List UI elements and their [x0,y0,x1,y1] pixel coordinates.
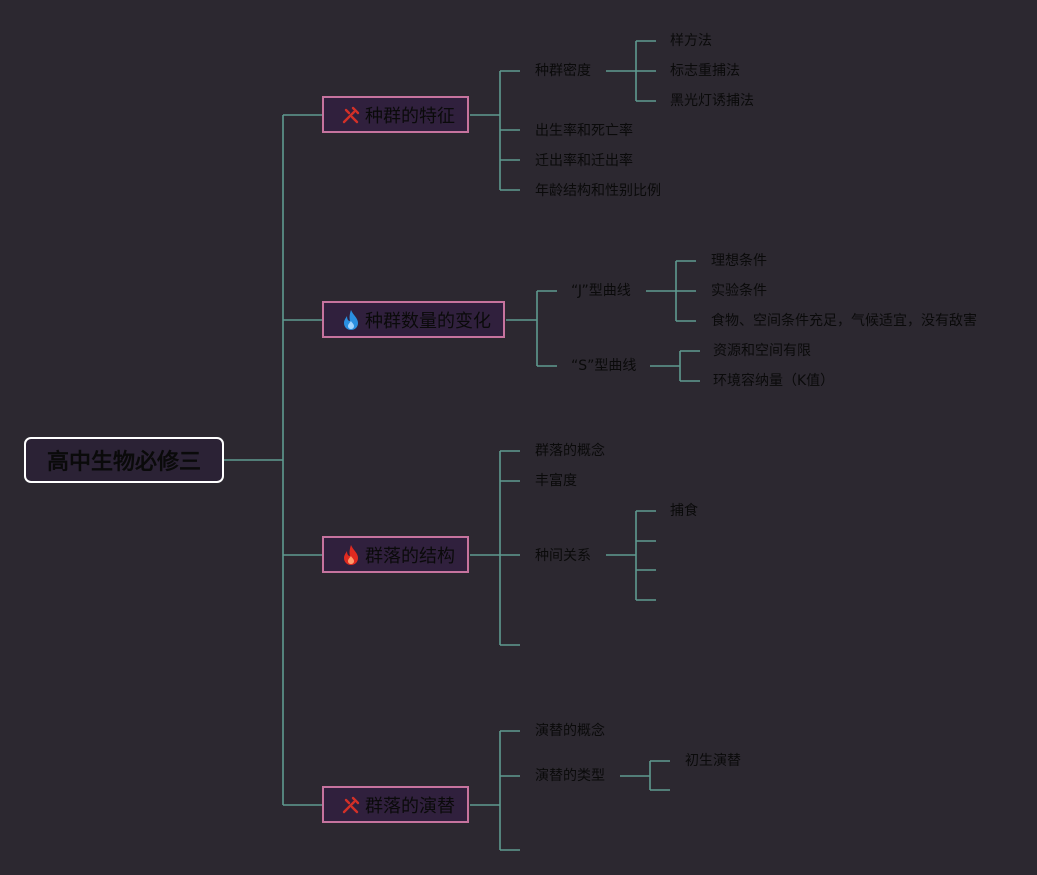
subtopic-s-curve[interactable]: “S”型曲线 [571,358,637,374]
subtopic-migration-rate[interactable]: 迁出率和迁出率 [535,153,633,169]
leaf-quadrat-method[interactable]: 样方法 [670,33,712,49]
leaf-carrying-capacity[interactable]: 环境容纳量（K值） [713,373,835,389]
subtopic-birth-death-rate[interactable]: 出生率和死亡率 [535,123,633,139]
leaf-predation[interactable]: 捕食 [670,503,698,519]
leaf-primary-succession[interactable]: 初生演替 [685,753,741,769]
topic-label: 种群数量的变化 [365,310,491,332]
topic-population-change[interactable]: 种群数量的变化 [322,301,505,338]
subtopic-succession-concept[interactable]: 演替的概念 [535,723,605,739]
leaf-limited-resources[interactable]: 资源和空间有限 [713,343,811,359]
root-topic-label: 高中生物必修三 [46,450,201,475]
leaf-lab-conditions[interactable]: 实验条件 [711,283,767,299]
subtopic-richness[interactable]: 丰富度 [535,473,577,489]
subtopic-j-curve[interactable]: “J”型曲线 [571,283,631,299]
topic-label: 群落的结构 [365,545,455,567]
root-topic[interactable]: 高中生物必修三 [24,437,224,483]
flame-icon [340,309,362,331]
subtopic-community-concept[interactable]: 群落的概念 [535,443,605,459]
flame-icon [340,544,362,566]
topic-label: 种群的特征 [365,105,455,127]
leaf-mark-recapture-method[interactable]: 标志重捕法 [670,63,740,79]
topic-population-characteristics[interactable]: 种群的特征 [322,96,469,133]
leaf-ideal-conditions[interactable]: 理想条件 [711,253,767,269]
subtopic-population-density[interactable]: 种群密度 [535,63,591,79]
subtopic-succession-types[interactable]: 演替的类型 [535,768,605,784]
topic-community-structure[interactable]: 群落的结构 [322,536,469,573]
subtopic-age-sex-structure[interactable]: 年龄结构和性别比例 [535,183,661,199]
tools-icon [340,104,362,126]
leaf-light-trap-method[interactable]: 黑光灯诱捕法 [670,93,754,109]
leaf-ample-resources[interactable]: 食物、空间条件充足，气候适宜，没有敌害 [711,313,977,329]
topic-label: 群落的演替 [365,795,455,817]
subtopic-interspecific-relations[interactable]: 种间关系 [535,548,591,564]
topic-community-succession[interactable]: 群落的演替 [322,786,469,823]
tools-icon [340,794,362,816]
